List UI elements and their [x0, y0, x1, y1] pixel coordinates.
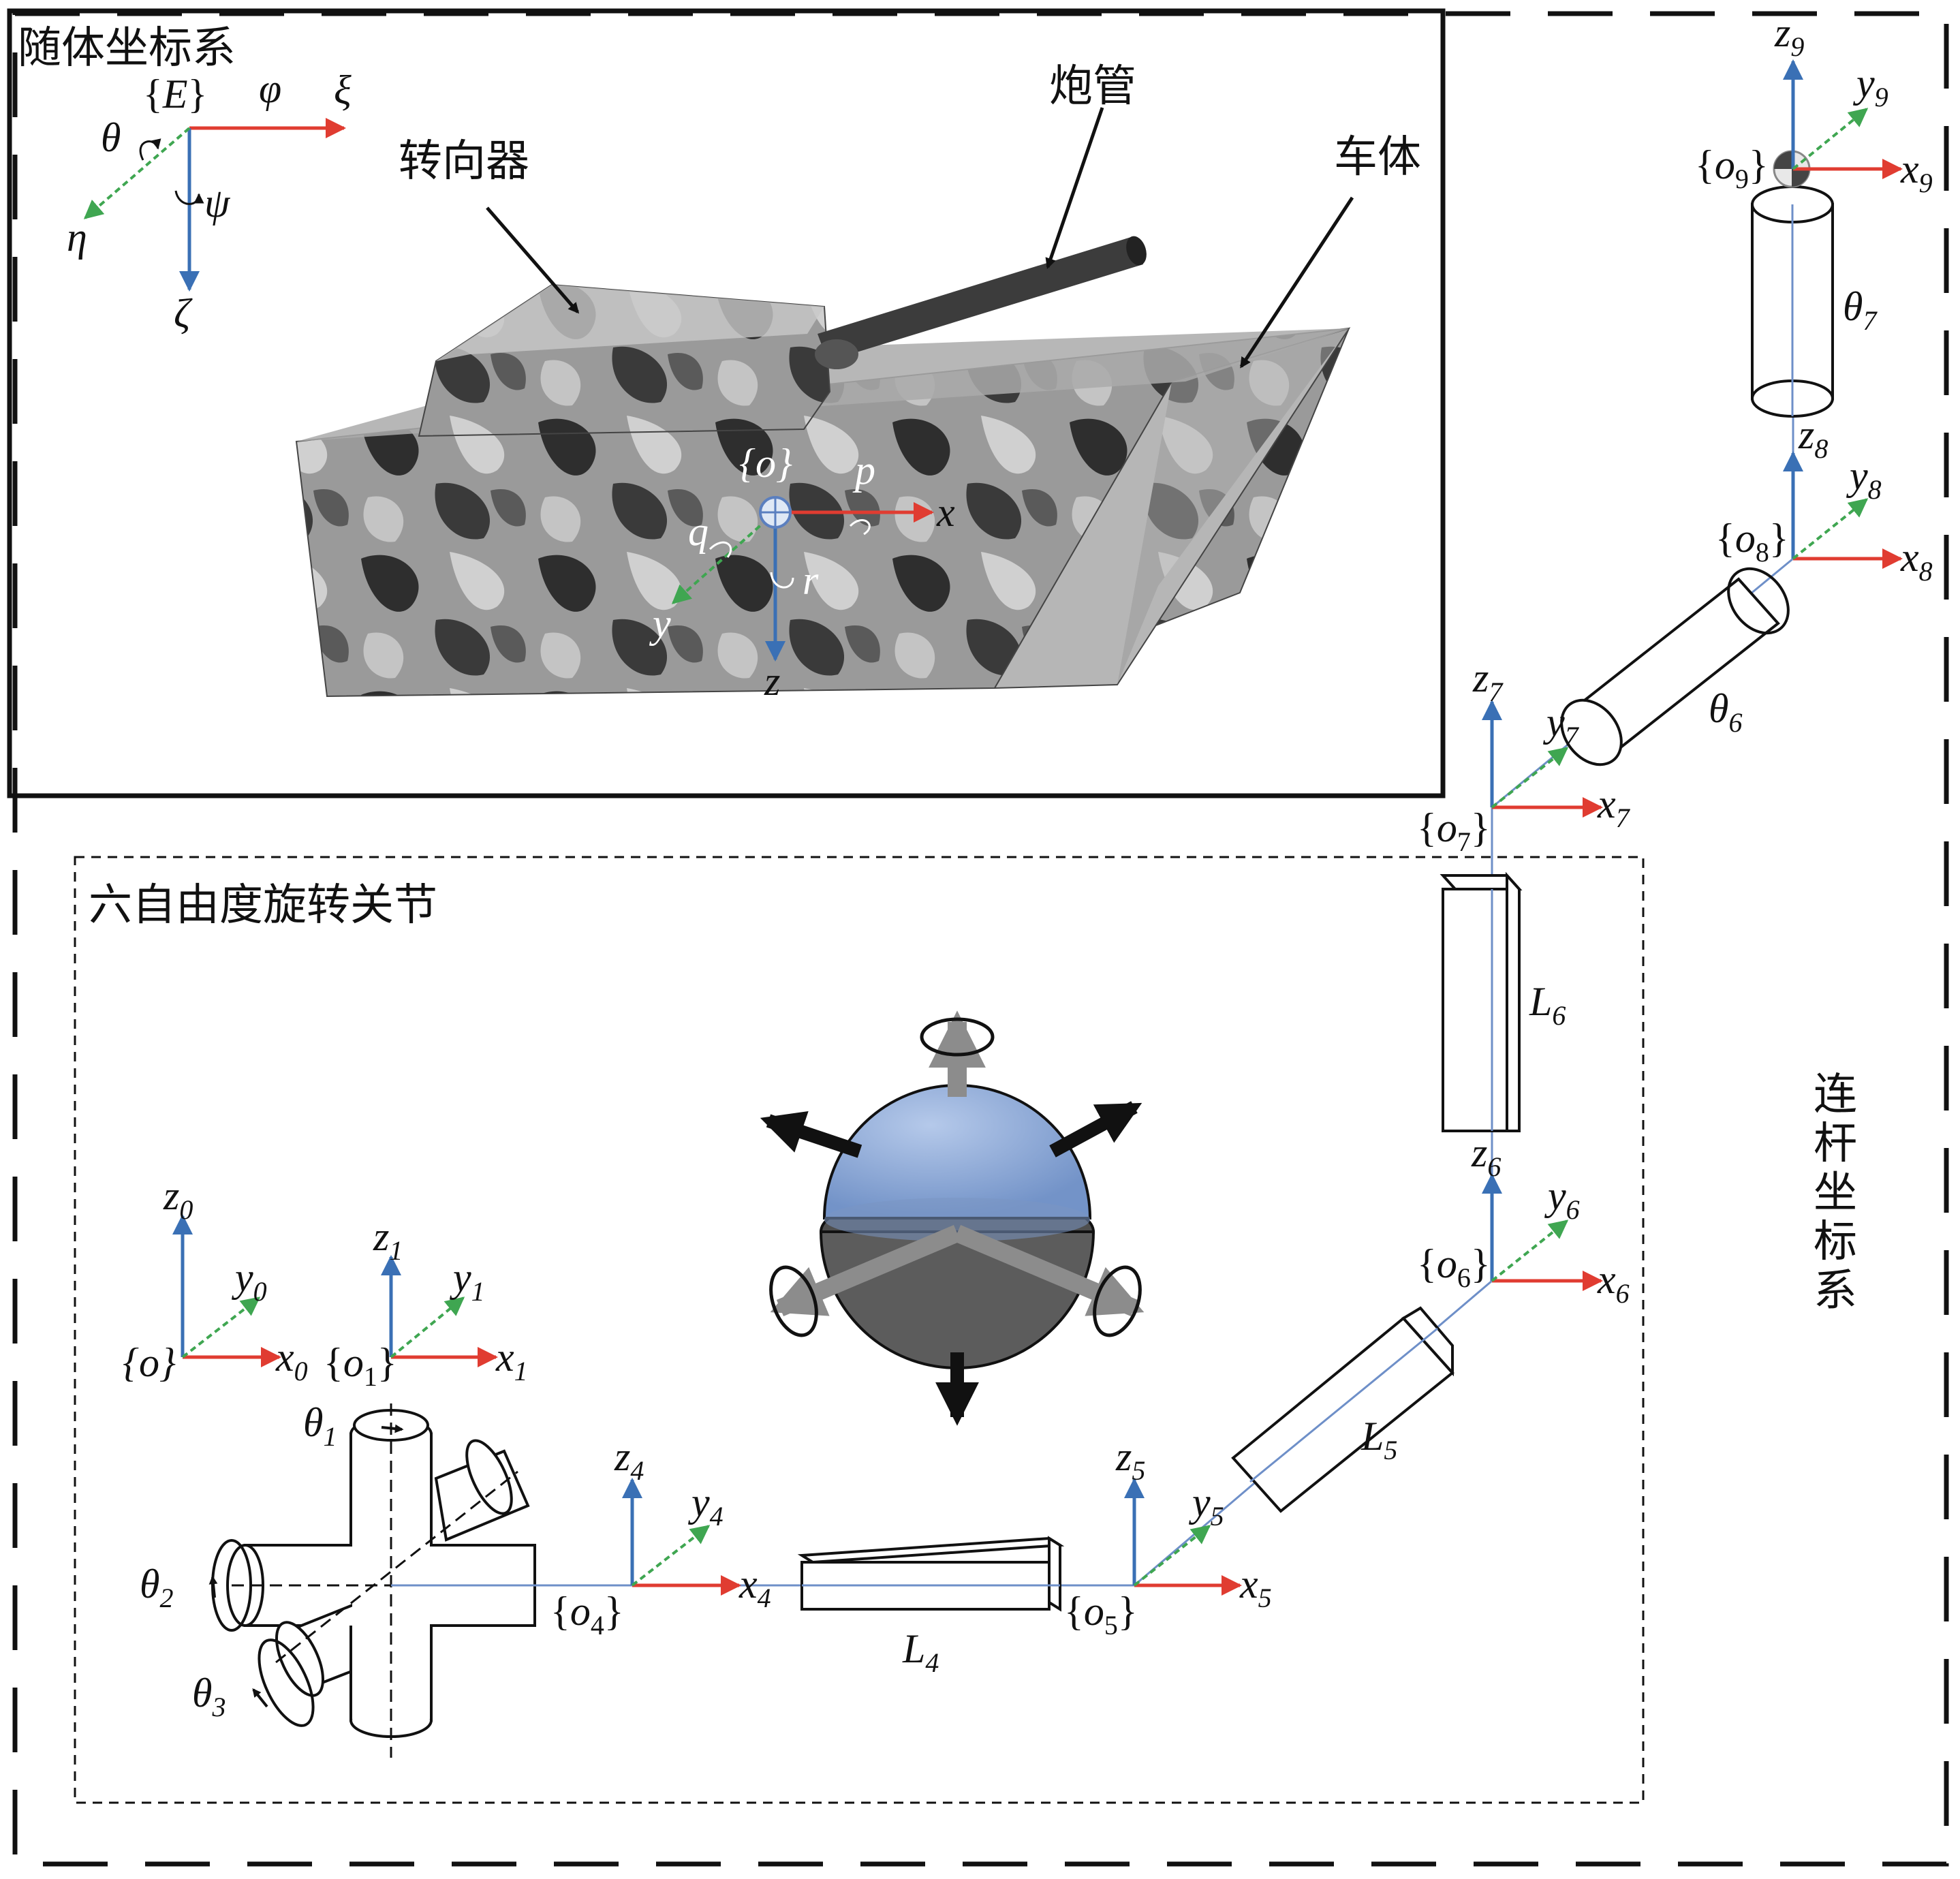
link-frame-title-char: 坐: [1814, 1168, 1857, 1218]
frame-o6-y-label: y6: [1544, 1173, 1580, 1225]
frame-o8-x-label: x8: [1900, 535, 1933, 587]
link-frame-title: 连 杆 坐 标 系: [1814, 1070, 1857, 1316]
link-l5: [1231, 1306, 1455, 1513]
earth-frame: {E} φ ξ θ ψ η ζ: [67, 66, 352, 336]
frame-o-z-label: z0: [163, 1173, 193, 1225]
base-cross-joint: [208, 1403, 548, 1758]
link-l4: [797, 1536, 1065, 1612]
frame-o4-x-label: x4: [738, 1562, 771, 1613]
earth-zeta-label: ζ: [174, 291, 193, 336]
frame-o-origin-label: {o}: [123, 1340, 176, 1385]
tank-body-frame: {o} p x q r y z: [649, 441, 955, 704]
frame-o7-origin-label: {o7}: [1417, 805, 1491, 857]
frame-o7-x-label: x7: [1597, 781, 1631, 833]
frame-o5-z-label: z5: [1115, 1434, 1145, 1486]
frame-o9-y-label: y9: [1852, 61, 1888, 112]
frame-o-y-label: y0: [231, 1255, 267, 1307]
frame-o-x-label: x0: [275, 1335, 308, 1386]
frame-o5-y-label: y5: [1188, 1480, 1224, 1532]
link-theta6-cylinder: [1560, 567, 1790, 766]
frame-o9-x-label: x9: [1900, 146, 1933, 198]
theta1-label: θ1: [303, 1400, 337, 1452]
barrel-pointer-arrow: [1045, 107, 1104, 270]
frame-o9-origin-label: {o9}: [1695, 142, 1769, 194]
l4-label: L4: [902, 1626, 939, 1678]
theta3-label: θ3: [192, 1671, 225, 1722]
link-frame-title-char: 系: [1814, 1266, 1857, 1316]
turret-pointer-arrow: [486, 206, 580, 314]
earth-psi-rotation-icon: [174, 190, 204, 205]
theta2-label: θ2: [140, 1562, 173, 1613]
frame-o1-z-label: z1: [373, 1214, 403, 1266]
tank-body-p-rotation-icon: [849, 519, 871, 535]
turret-label: 转向器: [399, 136, 529, 187]
earth-psi-label: ψ: [204, 181, 231, 226]
tank-body-r-rotation-icon: [770, 572, 794, 589]
link-l6: [1440, 871, 1523, 1132]
body-frame-title: 随体坐标系: [18, 23, 236, 74]
l5-label: L5: [1360, 1414, 1397, 1465]
tank-body-origin-label: {o}: [739, 441, 792, 486]
frame-o8-origin-label: {o8}: [1715, 516, 1789, 568]
tank-body-q-rotation-icon: [709, 541, 732, 558]
earth-frame-label: {E}: [143, 72, 207, 117]
link-frame-title-char: 连: [1814, 1070, 1857, 1120]
tank-body-p-label: p: [852, 448, 875, 493]
l6-label: L6: [1529, 979, 1566, 1031]
frame-o7-z-label: z7: [1472, 655, 1504, 707]
earth-phi-label: φ: [259, 66, 281, 111]
tank-body-z-label: z: [764, 659, 780, 704]
body-frame-panel: [7, 8, 1446, 798]
frame-o1-x-label: x1: [495, 1335, 528, 1386]
earth-eta-label: η: [67, 215, 87, 260]
link-frame-title-char: 标: [1814, 1217, 1857, 1267]
hull-label: 车体: [1334, 132, 1421, 183]
link-frame-title-char: 杆: [1814, 1119, 1857, 1169]
link-frame-border: [12, 11, 1949, 1867]
frame-o6-origin-label: {o6}: [1417, 1241, 1491, 1293]
frame-o8-y-label: y8: [1846, 453, 1882, 505]
frame-o5-origin-label: {o5}: [1064, 1589, 1138, 1641]
link-theta7-cylinder: [1751, 185, 1834, 418]
tank-body-q-label: q: [688, 509, 709, 554]
joint-panel-title: 六自由度旋转关节: [89, 880, 437, 931]
tank-body-y-label: y: [649, 601, 671, 646]
frame-o4-z-label: z4: [614, 1434, 644, 1486]
tank-barrel: [818, 237, 1143, 361]
theta7-label: θ7: [1843, 284, 1878, 336]
barrel-label: 炮管: [1049, 61, 1136, 112]
earth-xi-label: ξ: [334, 67, 352, 112]
spherical-joint-icon: [760, 1010, 1145, 1426]
theta6-label: θ6: [1709, 686, 1742, 738]
frame-o1-y-label: y1: [449, 1255, 485, 1307]
tank-illustration: [295, 107, 1354, 698]
hull-pointer-arrow: [1239, 196, 1354, 369]
frame-o6-x-label: x6: [1597, 1257, 1630, 1309]
tank-body-r-label: r: [803, 558, 819, 603]
tank-body-x-label: x: [936, 490, 955, 535]
frame-o8-z-label: z8: [1798, 412, 1828, 464]
frame-o7-y-label: y7: [1542, 700, 1580, 751]
frame-o4-y-label: y4: [687, 1480, 724, 1532]
frame-o1-origin-label: {o1}: [324, 1340, 397, 1392]
frame-o4-origin-label: {o4}: [550, 1589, 624, 1641]
frame-o6-z-label: z6: [1471, 1130, 1501, 1182]
earth-theta-label: θ: [101, 115, 121, 160]
earth-theta-rotation-icon: [139, 138, 161, 161]
frame-o9-z-label: z9: [1774, 10, 1804, 62]
joint-panel: [74, 856, 1645, 1804]
frame-o5-x-label: x5: [1239, 1562, 1272, 1613]
frame-axes: [172, 59, 1903, 1596]
